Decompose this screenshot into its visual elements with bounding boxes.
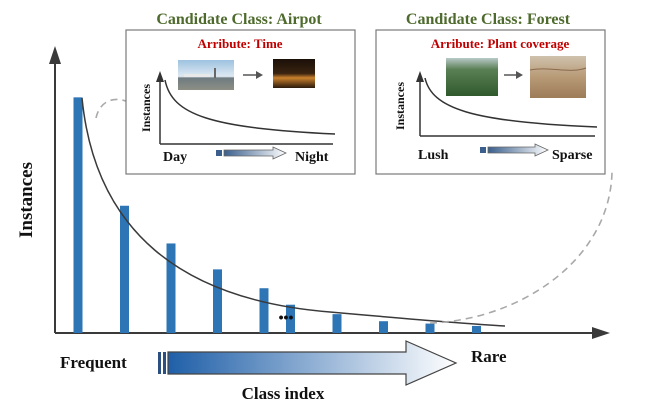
forest-sparse-image (530, 56, 586, 98)
panel-forest-title: Candidate Class: Forest (406, 11, 571, 28)
panel-airport-ylabel: Instances (139, 84, 153, 132)
gap-ellipsis: ••• (279, 309, 294, 325)
panel-forest-gradient-arrow (480, 143, 549, 157)
bar-1 (73, 97, 83, 333)
panel-airport: Candidate Class: Airpot Arribute: Time I… (125, 11, 356, 175)
forest-lush-image (446, 58, 498, 96)
main-ylabel: Instances (16, 162, 37, 238)
bar-7 (332, 314, 342, 333)
panel-airport-gradient-arrow (216, 146, 287, 160)
y-axis-arrowhead (49, 46, 61, 64)
bar-series (73, 97, 481, 333)
airport-night-image (273, 59, 315, 88)
panel-forest-sparse-label: Sparse (552, 148, 592, 163)
bar-5 (259, 288, 269, 333)
panel-airport-night-label: Night (295, 150, 329, 165)
panel-airport-day-label: Day (163, 150, 187, 165)
panel-forest-ylabel: Instances (393, 82, 407, 130)
bar-10 (472, 325, 481, 333)
panel-forest-attribute: Arribute: Plant coverage (431, 36, 570, 51)
panel-airport-title: Candidate Class: Airpot (156, 11, 322, 28)
class-index-label: Class index (242, 384, 325, 403)
rare-label: Rare (471, 347, 507, 366)
main-axes (49, 46, 610, 339)
bar-6 (286, 304, 295, 333)
bar-3 (166, 243, 176, 333)
bar-2 (120, 205, 129, 333)
bar-8 (379, 321, 388, 333)
bar-9 (425, 323, 435, 333)
long-tail-curve (81, 97, 506, 327)
dashed-connector-left (95, 98, 129, 119)
forest-arrow-icon (504, 71, 523, 79)
panel-forest: Candidate Class: Forest Arribute: Plant … (375, 11, 606, 175)
panel-forest-lush-label: Lush (418, 148, 449, 163)
bar-4 (213, 269, 222, 333)
class-index-arrow (158, 340, 458, 386)
x-axis-arrowhead (592, 327, 610, 339)
airport-arrow-icon (243, 71, 263, 79)
frequent-label: Frequent (60, 353, 127, 372)
panel-airport-attribute: Arribute: Time (197, 36, 282, 51)
dashed-connector-right (429, 171, 613, 324)
